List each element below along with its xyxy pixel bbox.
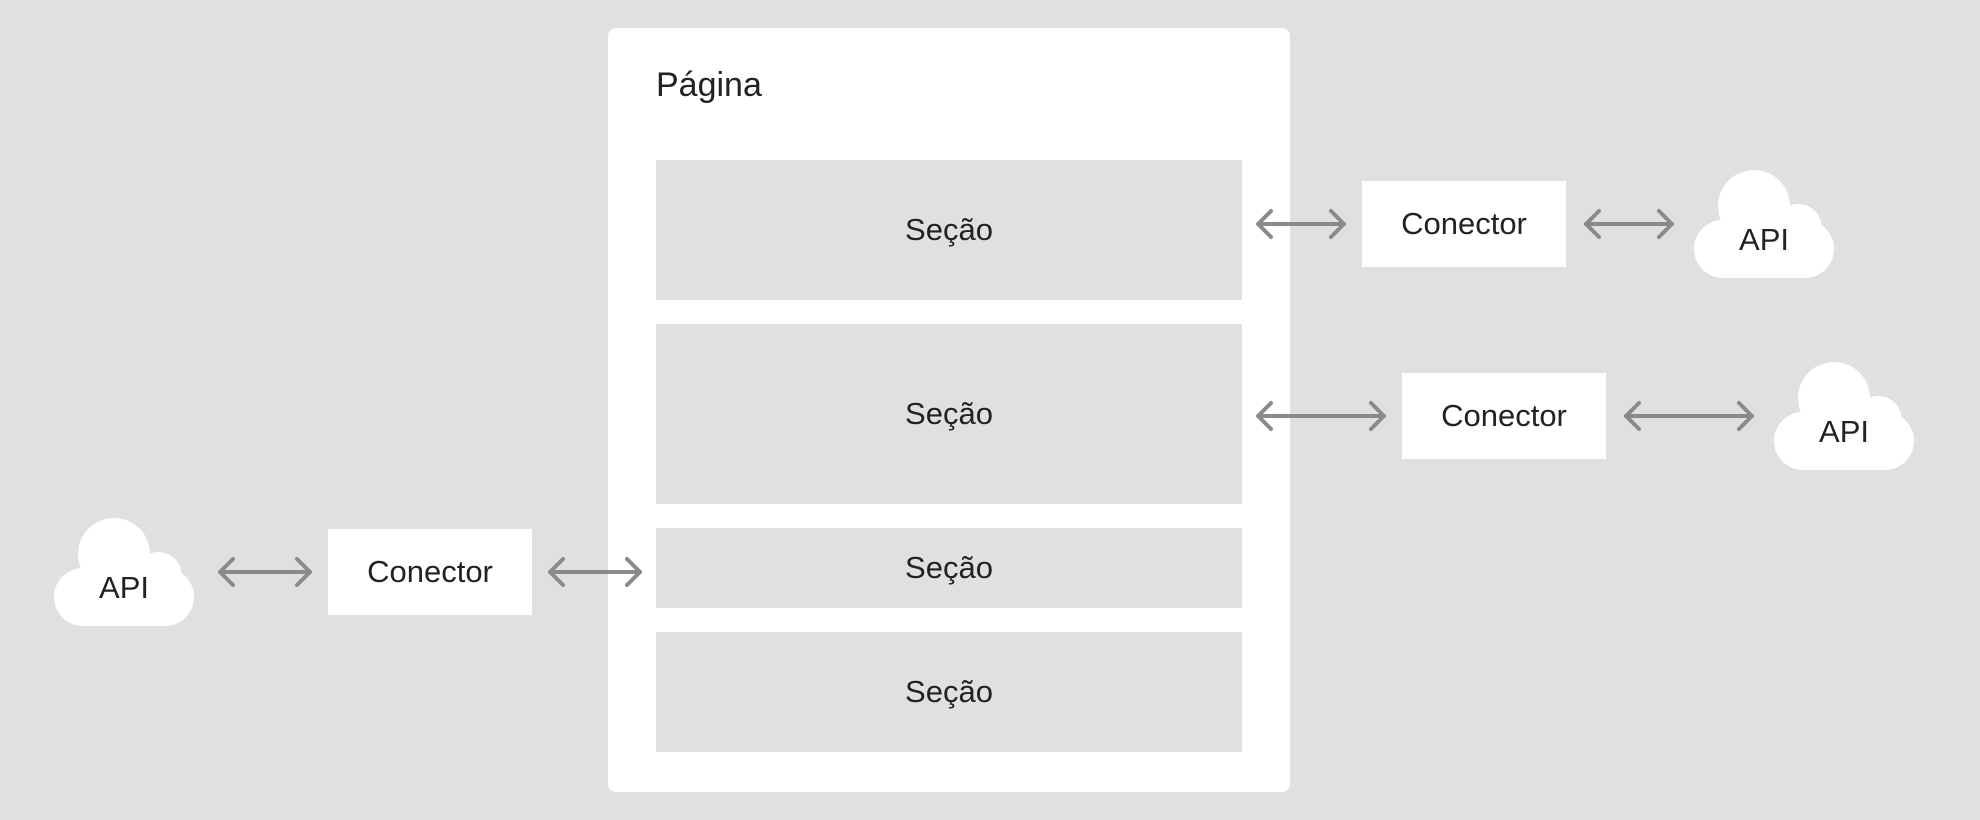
cloud-icon	[1774, 362, 1914, 470]
connector-label: Conector	[1441, 398, 1567, 433]
connector-left: Conector	[328, 529, 532, 615]
section-label: Seção	[905, 212, 993, 247]
cloud-icon	[54, 518, 194, 626]
cloud-icon	[1694, 170, 1834, 278]
api-label: API	[99, 570, 149, 605]
section-1: Seção	[656, 160, 1242, 300]
page-container: Página Seção Seção Seção Seção	[608, 28, 1290, 792]
double-arrow-icon	[1584, 209, 1674, 239]
section-label: Seção	[905, 396, 993, 431]
double-arrow-icon	[548, 557, 642, 587]
connector-label: Conector	[367, 554, 493, 589]
connector-middle-right: Conector	[1402, 373, 1606, 459]
api-cloud-middle-right: API	[1774, 362, 1914, 470]
api-cloud-top-right: API	[1694, 170, 1834, 278]
section-3: Seção	[656, 528, 1242, 608]
api-label: API	[1739, 222, 1789, 257]
double-arrow-icon	[1256, 209, 1346, 239]
page-title: Página	[656, 66, 762, 104]
double-arrow-icon	[218, 557, 312, 587]
section-4: Seção	[656, 632, 1242, 752]
section-2: Seção	[656, 324, 1242, 504]
connector-top-right: Conector	[1362, 181, 1566, 267]
double-arrow-icon	[1256, 401, 1386, 431]
section-label: Seção	[905, 550, 993, 585]
api-cloud-left: API	[54, 518, 194, 626]
double-arrow-icon	[1624, 401, 1754, 431]
section-label: Seção	[905, 674, 993, 709]
connector-label: Conector	[1401, 206, 1527, 241]
api-label: API	[1819, 414, 1869, 449]
